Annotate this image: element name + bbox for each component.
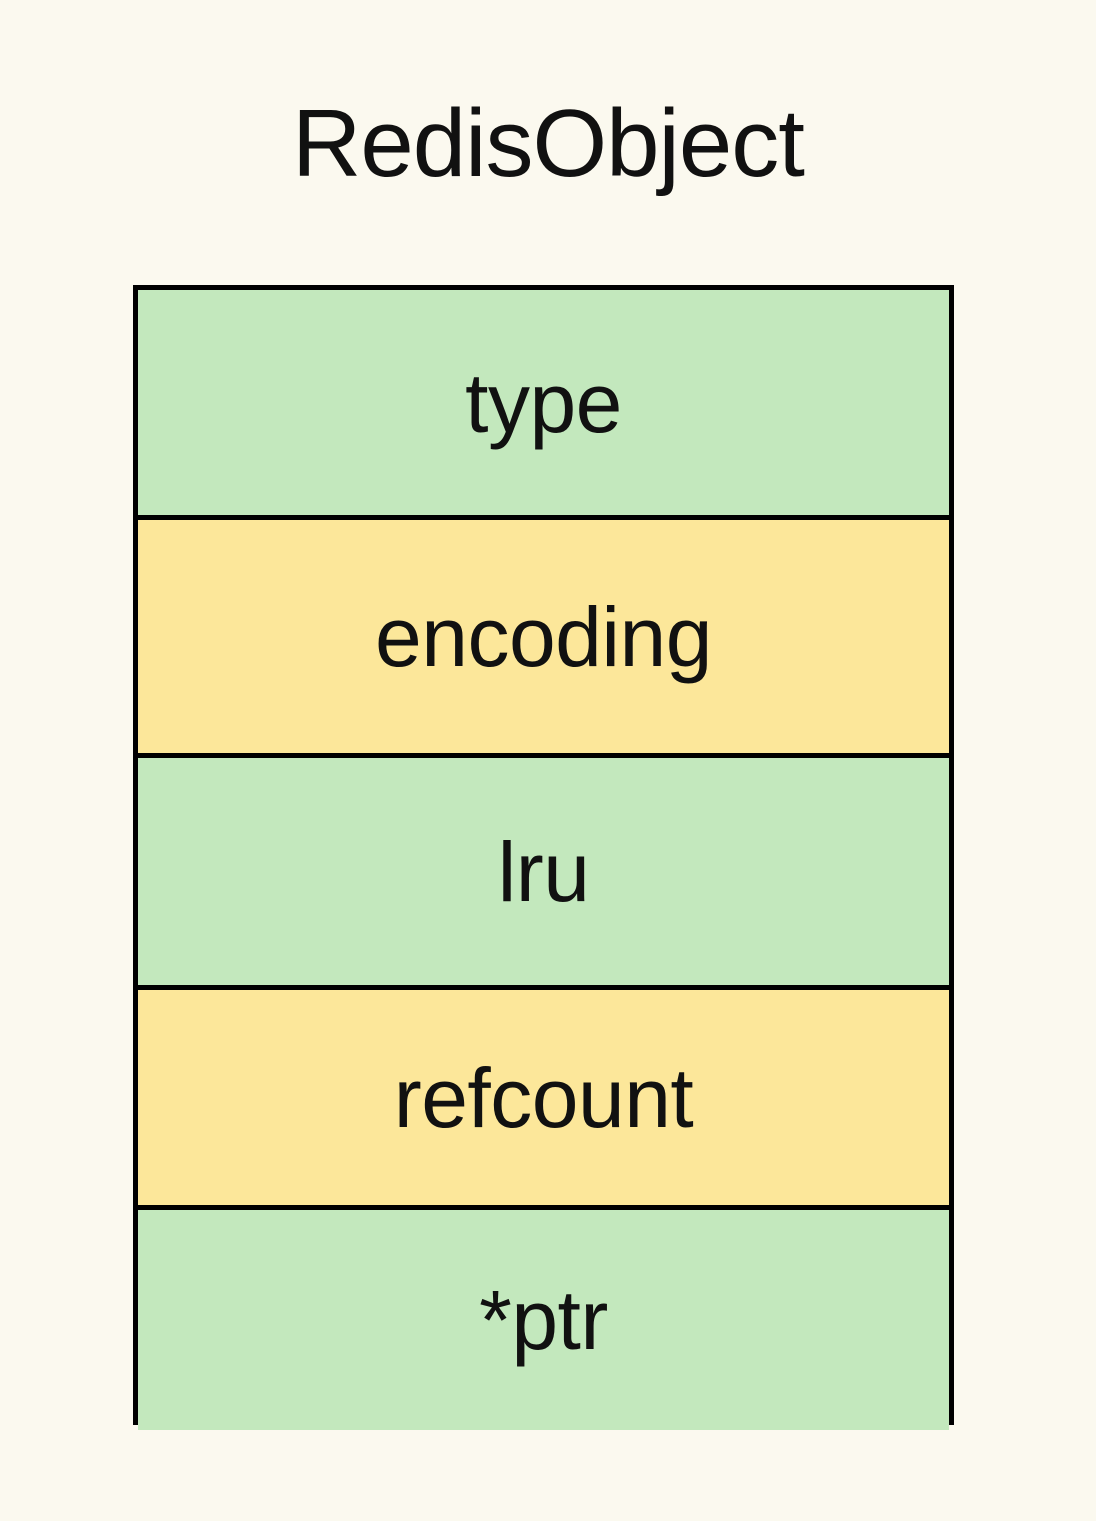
struct-field-label: type (465, 355, 622, 450)
struct-field-encoding: encoding (138, 520, 949, 758)
struct-field-label: encoding (375, 589, 712, 684)
page-title: RedisObject (292, 90, 805, 197)
struct-field-label: *ptr (479, 1273, 608, 1367)
struct-field-ptr: *ptr (138, 1210, 949, 1430)
redisobject-struct-table: type encoding lru refcount *ptr (133, 285, 954, 1430)
struct-field-lru: lru (138, 758, 949, 990)
struct-field-label: lru (497, 824, 590, 919)
struct-field-type: type (138, 290, 949, 520)
struct-field-refcount: refcount (138, 990, 949, 1210)
struct-field-label: refcount (393, 1050, 694, 1145)
